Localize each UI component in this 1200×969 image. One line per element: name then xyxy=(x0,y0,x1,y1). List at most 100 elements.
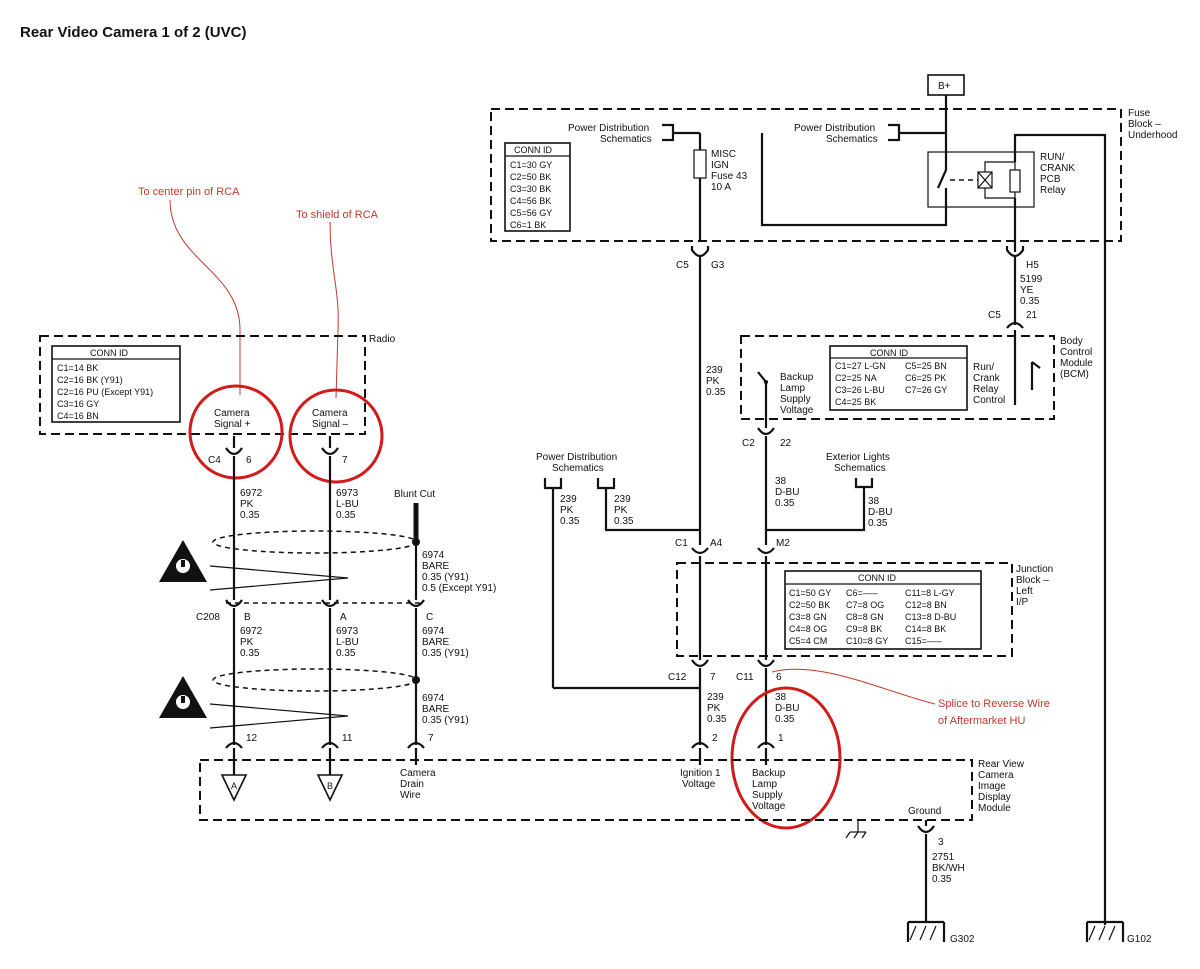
relay-label-4: Relay xyxy=(1040,185,1066,196)
jb-c11: C11 xyxy=(736,672,754,683)
drain-1: Camera xyxy=(400,768,436,779)
jb-col3-1: C11=8 L-GY xyxy=(905,588,955,598)
jb-c1: C1 xyxy=(675,538,688,549)
radio-conn-2: C2=16 BK (Y91) xyxy=(57,375,123,385)
w6973-up-2: L-BU xyxy=(336,499,359,510)
highlight-camera-signal-minus xyxy=(288,388,384,484)
wire-38-ext-1: 38 xyxy=(868,496,880,507)
wire-38-bot-2: D-BU xyxy=(775,703,799,714)
jb-col3-5: C15=––– xyxy=(905,636,942,646)
fuse-block-label-1: Fuse xyxy=(1128,108,1151,119)
cam-pin-3: 3 xyxy=(938,837,944,848)
jb-col1-4: C4=8 OG xyxy=(789,624,827,634)
ground-label: Ground xyxy=(908,806,941,817)
c208-pin-b: B xyxy=(244,612,251,623)
fuse-conn-1: C1=30 GY xyxy=(510,160,552,170)
jb-m2: M2 xyxy=(776,538,790,549)
bcm-conn-title: CONN ID xyxy=(870,348,909,358)
fuse-text-3: Fuse 43 xyxy=(711,171,748,182)
fuse-43-symbol xyxy=(693,149,707,179)
blunt-cut: Blunt Cut xyxy=(394,489,435,500)
cam-backup-4: Voltage xyxy=(752,801,786,812)
wire-239-top-1: 239 xyxy=(706,365,723,376)
pds-left-2: Schematics xyxy=(600,134,652,145)
w6974-up-2: BARE xyxy=(422,561,450,572)
bcm-runcrank-4: Control xyxy=(973,395,1005,406)
w6974b-3: 0.35 (Y91) xyxy=(422,715,469,726)
fuse-text-2: IGN xyxy=(711,160,729,171)
wire-38-top-1: 38 xyxy=(775,476,787,487)
cam-plus-2: Signal + xyxy=(214,419,251,430)
fuse-conn-table xyxy=(504,142,571,232)
wire-5199-3: 0.35 xyxy=(1020,296,1040,307)
camera-module-outline xyxy=(199,759,973,821)
wire-2751-2: BK/WH xyxy=(932,863,965,874)
w6973-up-1: 6973 xyxy=(336,488,359,499)
w6972-up-1: 6972 xyxy=(240,488,263,499)
w6974-up-1: 6974 xyxy=(422,550,445,561)
w6974-up-4: 0.5 (Except Y91) xyxy=(422,583,496,594)
w6972-up-3: 0.35 xyxy=(240,510,260,521)
radio-conn-5: C4=16 BN xyxy=(57,411,99,421)
w6974a-2: BARE xyxy=(422,637,450,648)
cam-backup-1: Backup xyxy=(752,768,786,779)
highlight-backup-lamp xyxy=(730,686,842,830)
w6973-lo-3: 0.35 xyxy=(336,648,356,659)
cam-minus-2: Signal – xyxy=(312,419,349,430)
jb-col2-3: C8=8 GN xyxy=(846,612,884,622)
jb-col2-1: C6=––– xyxy=(846,588,878,598)
jb-label-2: Block – xyxy=(1016,575,1049,586)
wire-5199-1: 5199 xyxy=(1020,274,1043,285)
pds-right-2: Schematics xyxy=(826,134,878,145)
ign-1: Ignition 1 xyxy=(680,768,721,779)
cam-module-label-2: Camera xyxy=(978,770,1014,781)
w6974b-2: BARE xyxy=(422,704,450,715)
ext-lights-1: Exterior Lights xyxy=(826,452,890,463)
cam-pin-1: 1 xyxy=(778,733,784,744)
cam-pin-12: 12 xyxy=(246,733,258,744)
bcm-label-4: (BCM) xyxy=(1060,369,1089,380)
diagram-title: Rear Video Camera 1 of 2 (UVC) xyxy=(20,24,246,41)
junction-block-outline xyxy=(676,562,1013,657)
wire-2751-1: 2751 xyxy=(932,852,955,863)
wire-2751-3: 0.35 xyxy=(932,874,952,885)
bcm-conn-l2: C2=25 NA xyxy=(835,373,877,383)
bcm-c2: C2 xyxy=(742,438,755,449)
w6973-lo-1: 6973 xyxy=(336,626,359,637)
fuse-block-outline xyxy=(490,108,1122,242)
bcm-label-1: Body xyxy=(1060,336,1083,347)
bcm-runcrank-1: Run/ xyxy=(973,362,994,373)
bcm-conn-l4: C4=25 BK xyxy=(835,397,876,407)
bcm-c5: C5 xyxy=(988,310,1001,321)
annotation-leader-center xyxy=(169,199,241,395)
w6972-up-2: PK xyxy=(240,499,254,510)
c208-pin-c: C xyxy=(426,612,433,623)
c5-label: C5 xyxy=(676,260,689,271)
cam-module-label-3: Image xyxy=(978,781,1006,792)
radio-conn-1: C1=14 BK xyxy=(57,363,98,373)
jb-col3-3: C13=8 D-BU xyxy=(905,612,956,622)
annotation-shield: To shield of RCA xyxy=(296,209,379,221)
bcm-backup-4: Voltage xyxy=(780,405,814,416)
fuse-block-label-3: Underhood xyxy=(1128,130,1177,141)
c208-pin-a: A xyxy=(340,612,347,623)
annotation-leader-shield xyxy=(329,221,339,399)
wire-239-bot-3: 0.35 xyxy=(707,714,727,725)
pds-wire-b-3: 0.35 xyxy=(614,516,634,527)
fuse-conn-title: CONN ID xyxy=(514,145,553,155)
ign-2: Voltage xyxy=(682,779,716,790)
jb-label-3: Left xyxy=(1016,586,1033,597)
ext-lights-2: Schematics xyxy=(834,463,886,474)
fuse-conn-2: C2=50 BK xyxy=(510,172,551,182)
annotation-center-pin: To center pin of RCA xyxy=(138,186,240,198)
wire-239-bot-2: PK xyxy=(707,703,721,714)
cam-plus-1: Camera xyxy=(214,408,250,419)
bcm-pin22: 22 xyxy=(780,438,792,449)
fuse-text-1: MISC xyxy=(711,149,736,160)
jb-col2-5: C10=8 GY xyxy=(846,636,888,646)
g3-label: G3 xyxy=(711,260,725,271)
jb-label-4: I/P xyxy=(1016,597,1029,608)
bcm-backup-1: Backup xyxy=(780,372,814,383)
bcm-conn-r2: C6=25 PK xyxy=(905,373,946,383)
bcm-label-3: Module xyxy=(1060,358,1093,369)
